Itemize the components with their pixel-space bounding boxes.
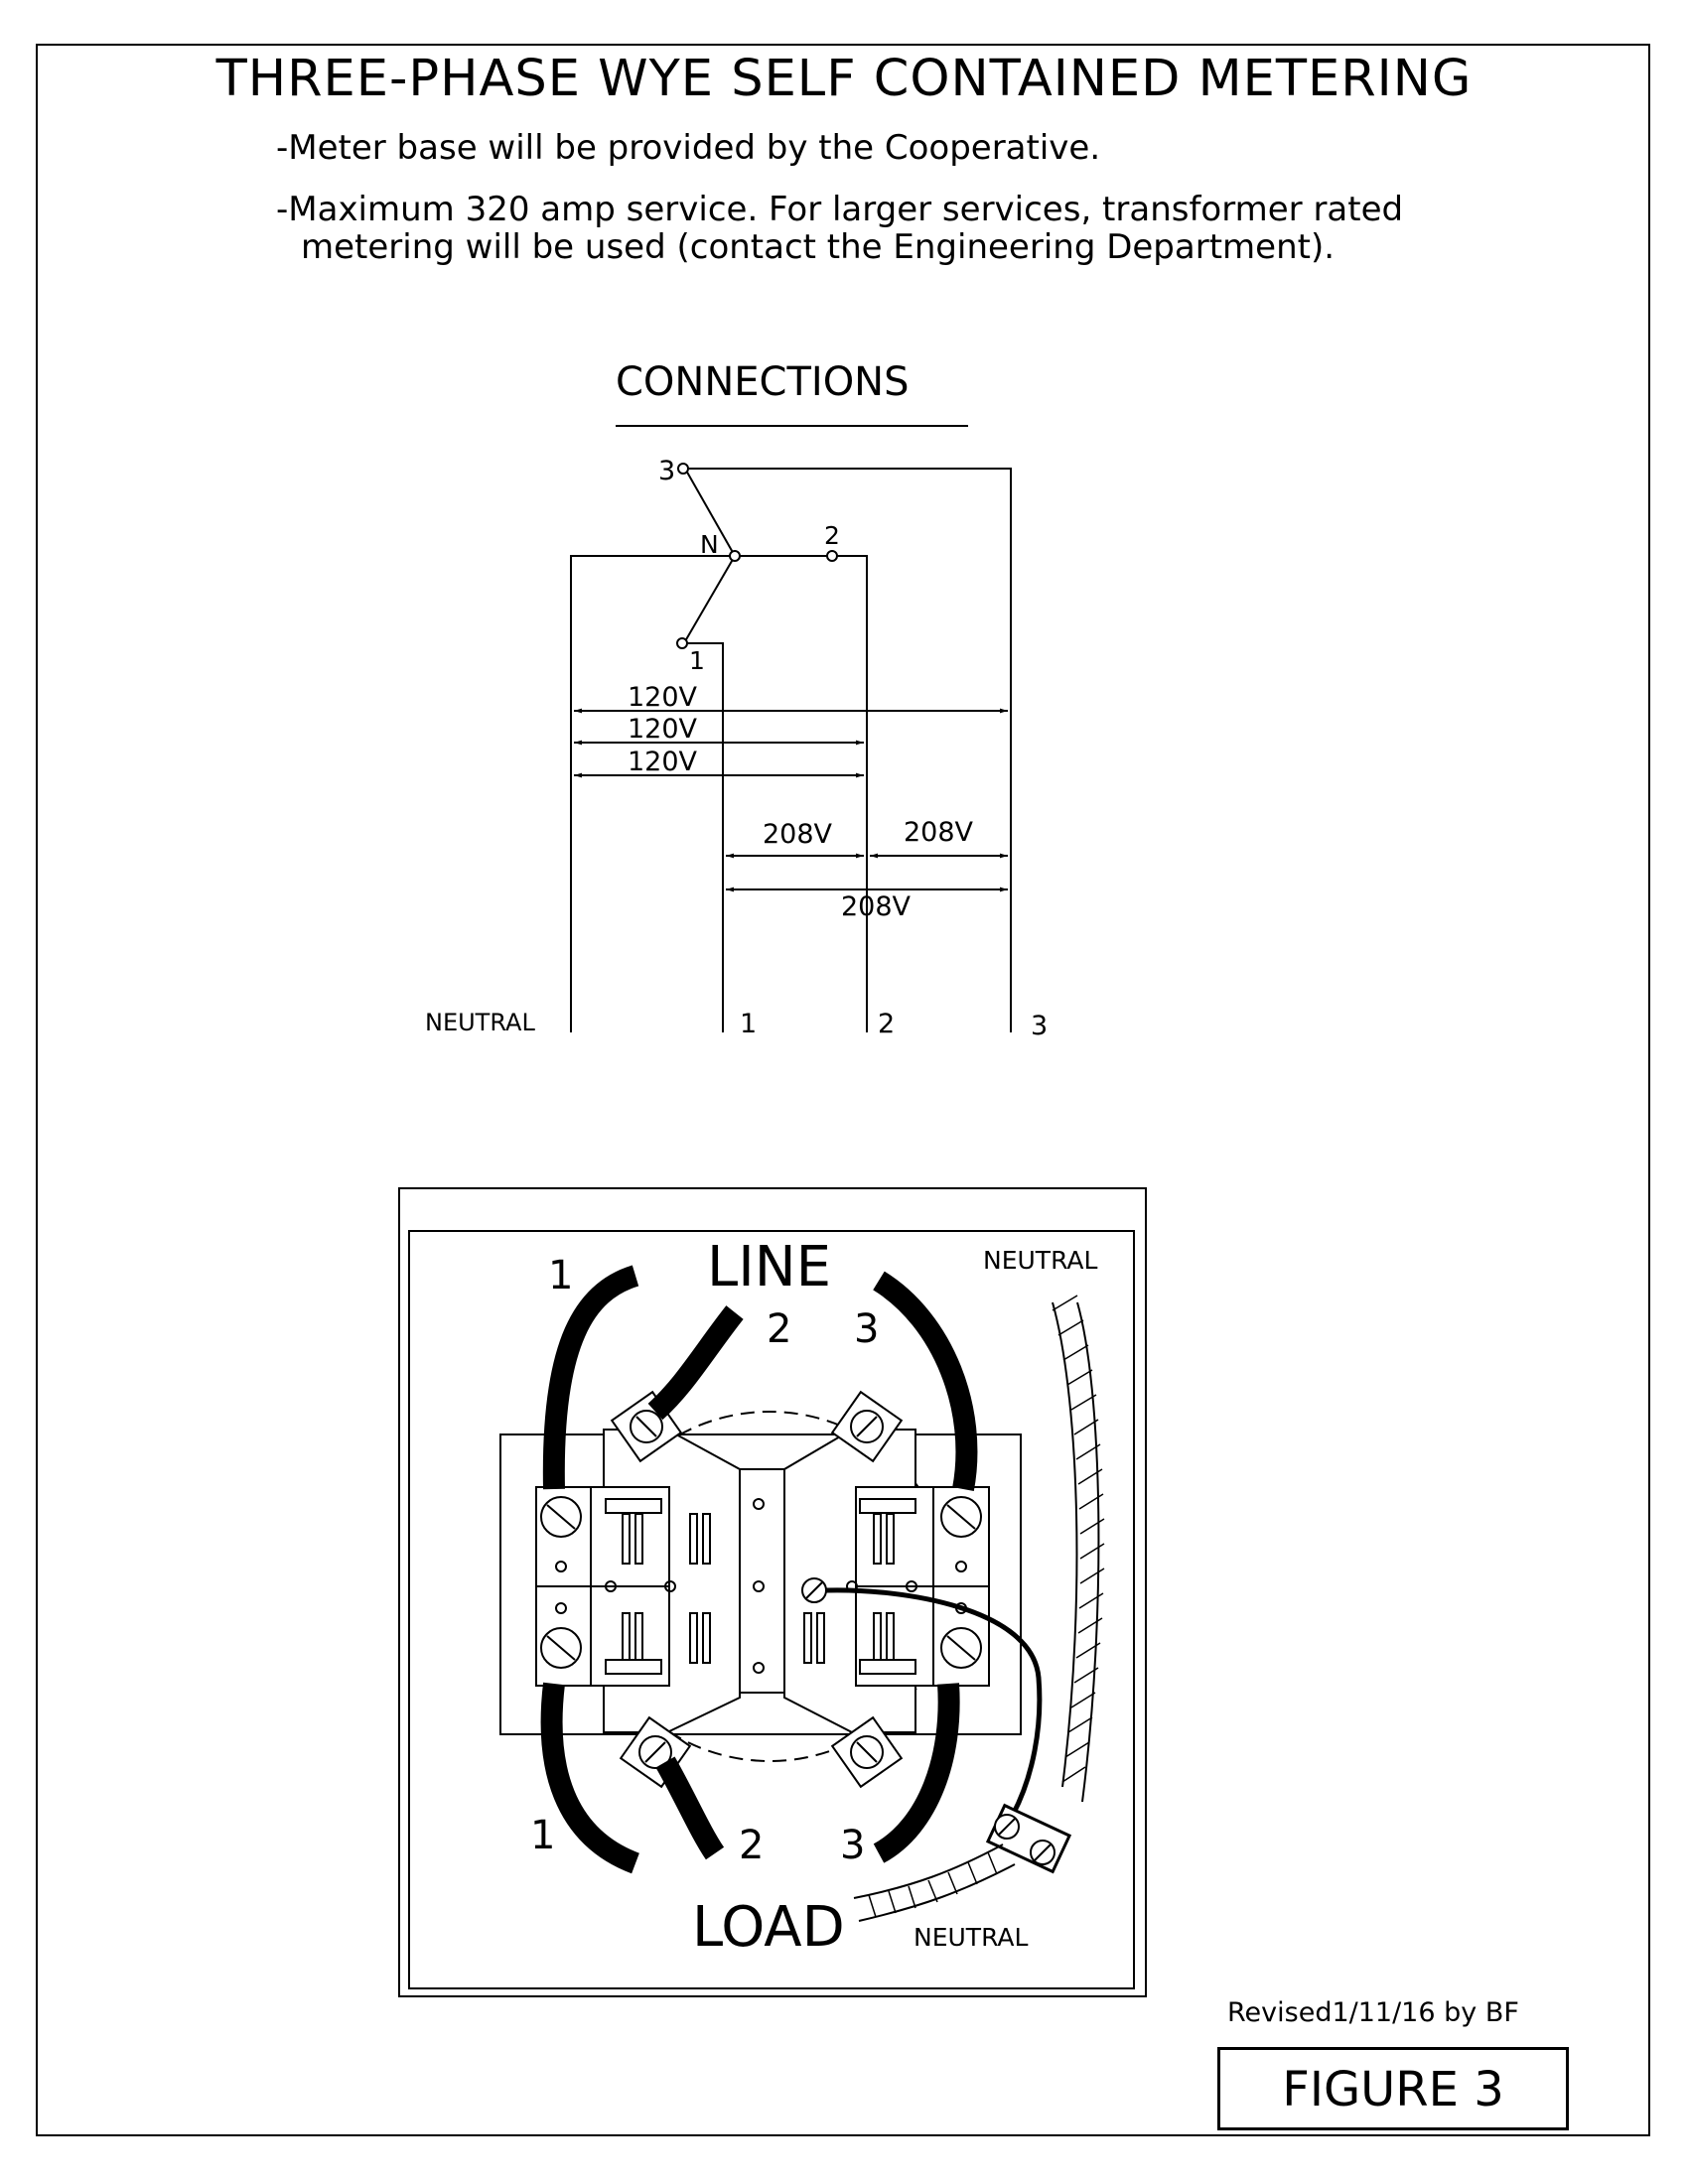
line-wire-3 xyxy=(872,1271,978,1492)
line-wire-2-label: 2 xyxy=(767,1306,791,1352)
line-wire-1-label: 1 xyxy=(548,1253,573,1298)
node-3 xyxy=(677,463,689,475)
meter-enclosure-inner xyxy=(408,1230,1135,1989)
label-node-1: 1 xyxy=(689,646,705,675)
figure-label: FIGURE 3 xyxy=(1217,2047,1569,2130)
line-wire-2 xyxy=(647,1305,744,1421)
node-2 xyxy=(826,550,838,562)
label-208v-13: 208V xyxy=(841,891,912,922)
wye-leg-1 xyxy=(684,555,736,642)
conductor-2 xyxy=(837,555,868,1032)
terminal-1: 1 xyxy=(740,1009,757,1039)
line-wire-3-label: 3 xyxy=(854,1306,879,1352)
neutral-hatch xyxy=(1052,1295,1105,1783)
label-120v-b: 120V xyxy=(628,714,698,745)
load-wire-1 xyxy=(540,1682,640,1874)
wye-leg-3 xyxy=(684,468,736,557)
conductor-1 xyxy=(687,642,724,1032)
conductor-neutral xyxy=(570,555,730,1032)
connections-underline xyxy=(616,425,968,427)
label-node-n: N xyxy=(700,530,719,559)
terminal-3: 3 xyxy=(1031,1011,1048,1041)
lug-top-right xyxy=(830,1390,904,1463)
line-label: LINE xyxy=(707,1235,831,1299)
connections-schematic xyxy=(570,463,1012,1032)
neutral-label-top: NEUTRAL xyxy=(983,1246,1098,1275)
note-meter-base: -Meter base will be provided by the Coop… xyxy=(276,128,1101,168)
label-120v-c: 120V xyxy=(628,747,698,777)
meter-mounting-plate xyxy=(499,1433,1022,1735)
bonding-wire xyxy=(825,1587,1043,1817)
conductor-3 xyxy=(689,468,1012,1032)
label-node-2: 2 xyxy=(824,521,840,550)
neutral-conductor-line xyxy=(1052,1301,1078,1788)
neutral-lug xyxy=(985,1803,1072,1874)
meter-base xyxy=(398,1187,1147,1997)
note-max-service: -Maximum 320 amp service. For larger ser… xyxy=(276,190,1404,229)
load-wire-3 xyxy=(873,1683,960,1863)
note-max-service-cont: metering will be used (contact the Engin… xyxy=(301,227,1336,267)
load-wire-3-label: 3 xyxy=(840,1823,865,1868)
load-wire-2-label: 2 xyxy=(739,1823,764,1868)
page-border xyxy=(36,44,1650,2136)
revision-note: Revised1/11/16 by BF xyxy=(1227,1997,1519,2028)
load-label: LOAD xyxy=(692,1895,845,1960)
label-120v-a: 120V xyxy=(628,682,698,713)
line-wire-1 xyxy=(542,1265,639,1490)
neutral-label-bottom: NEUTRAL xyxy=(914,1923,1029,1952)
load-wire-1-label: 1 xyxy=(530,1813,555,1858)
lug-bottom-right xyxy=(830,1715,904,1789)
page-title: THREE-PHASE WYE SELF CONTAINED METERING xyxy=(215,50,1473,108)
meter-enclosure-outer xyxy=(398,1187,1147,1997)
connections-heading: CONNECTIONS xyxy=(616,359,910,405)
label-208v-12: 208V xyxy=(763,819,833,850)
label-208v-23: 208V xyxy=(904,817,974,848)
heavy-conductors xyxy=(540,1265,978,1874)
node-1 xyxy=(676,637,688,649)
label-node-3: 3 xyxy=(658,456,675,486)
node-n xyxy=(729,550,741,562)
terminal-2: 2 xyxy=(878,1009,895,1039)
terminal-neutral: NEUTRAL xyxy=(425,1009,535,1036)
load-wire-2 xyxy=(655,1756,725,1860)
